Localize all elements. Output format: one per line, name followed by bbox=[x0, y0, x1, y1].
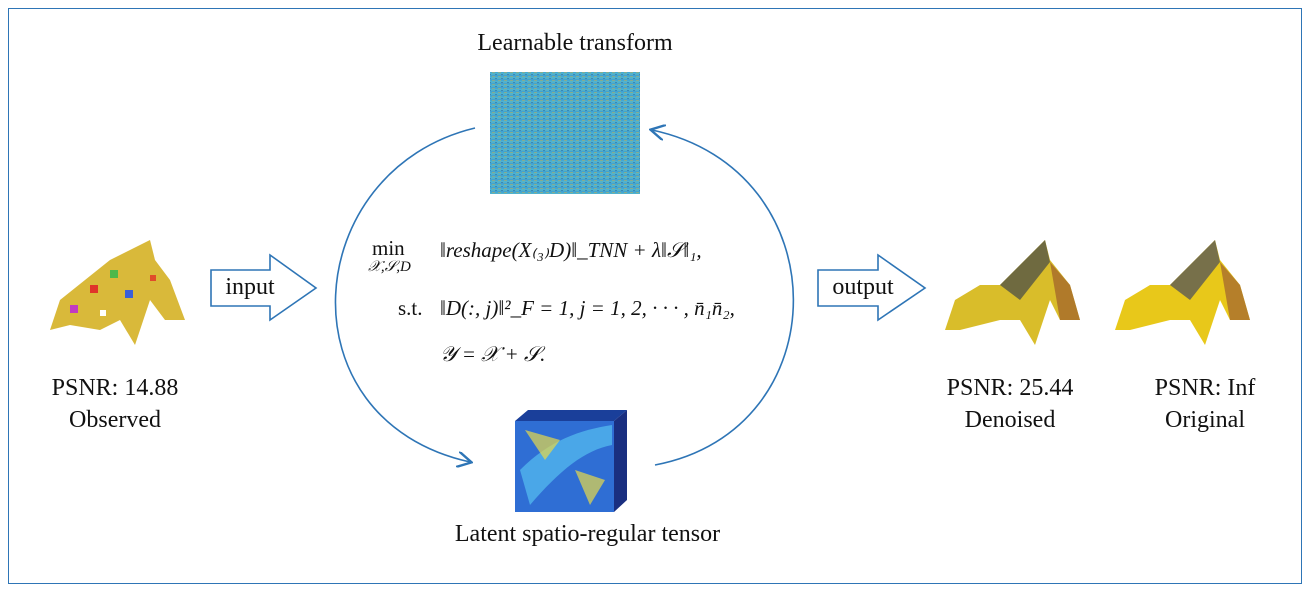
latent-tensor-title: Latent spatio-regular tensor bbox=[454, 521, 721, 547]
formula-min: min bbox=[372, 236, 405, 260]
observed-image bbox=[50, 240, 185, 345]
denoised-label: Denoised bbox=[964, 407, 1056, 433]
observed-psnr: PSNR: 14.88 bbox=[51, 375, 179, 401]
output-label: output bbox=[832, 274, 894, 300]
original-psnr: PSNR: Inf bbox=[1154, 375, 1256, 401]
input-label: input bbox=[225, 274, 275, 300]
denoised-image bbox=[945, 240, 1080, 345]
input-arrow bbox=[210, 253, 318, 322]
formula-st: s.t. bbox=[398, 296, 423, 320]
cycle-arrow-left bbox=[334, 127, 476, 462]
formula-objective: ‖reshape(X₍₃₎D)‖_TNN + λ‖𝒮‖₁, bbox=[440, 238, 702, 262]
latent-tensor-image bbox=[515, 410, 627, 512]
formula-constraint-1: ‖D(:, j)‖²_F = 1, j = 1, 2, · · · , n̄₁n… bbox=[440, 296, 735, 320]
formula-constraint-2: 𝒴 = 𝒳 + 𝒮. bbox=[440, 342, 546, 366]
diagram-frame bbox=[8, 8, 1302, 584]
learnable-transform-image bbox=[490, 72, 640, 194]
observed-label: Observed bbox=[69, 407, 161, 433]
formula-min-vars: 𝒳,𝒮,D bbox=[368, 259, 411, 275]
denoised-psnr: PSNR: 25.44 bbox=[946, 375, 1074, 401]
cycle-arrow-right bbox=[652, 130, 795, 466]
learnable-transform-title: Learnable transform bbox=[477, 30, 673, 56]
original-image bbox=[1115, 240, 1250, 345]
output-arrow bbox=[817, 253, 927, 322]
original-label: Original bbox=[1165, 407, 1245, 433]
